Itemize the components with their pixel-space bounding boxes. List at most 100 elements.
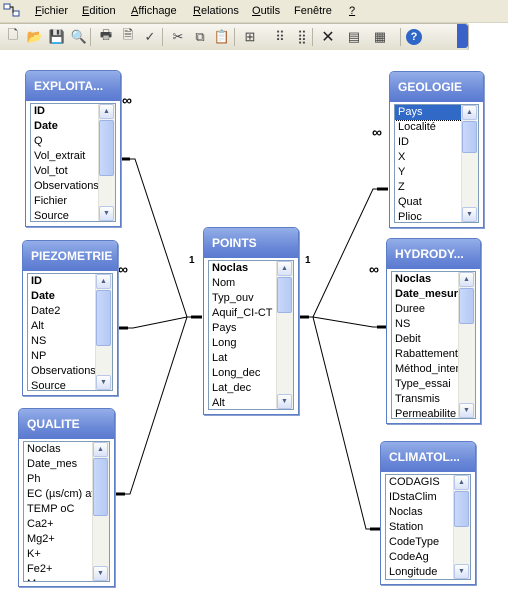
spell-icon[interactable]: ✓ bbox=[144, 29, 156, 44]
table-title[interactable]: CLIMATOL... bbox=[381, 442, 475, 472]
table-title[interactable]: PIEZOMETRIE bbox=[23, 241, 117, 271]
field-item[interactable]: Mg2+ bbox=[27, 533, 55, 545]
show-all-icon[interactable]: ⣿ bbox=[297, 29, 307, 44]
paste-icon[interactable]: 📋 bbox=[213, 29, 231, 44]
menu-fentre[interactable]: Fenêtre bbox=[294, 5, 332, 17]
properties-icon[interactable]: ▤ bbox=[347, 29, 361, 44]
menu-fichier[interactable]: Fichier bbox=[35, 5, 69, 17]
new-object-icon[interactable]: ▦ bbox=[373, 29, 387, 44]
menu-edition[interactable]: Edition bbox=[82, 5, 116, 17]
field-item[interactable]: Source bbox=[31, 380, 66, 390]
print-preview-icon[interactable]: 🔍 bbox=[70, 29, 88, 44]
field-item[interactable]: Observations bbox=[31, 365, 96, 377]
field-item[interactable]: Localité bbox=[398, 121, 436, 133]
field-item[interactable]: Observations bbox=[34, 180, 99, 192]
field-item[interactable]: Debit bbox=[395, 333, 421, 345]
scroll-up-icon[interactable]: ▲ bbox=[459, 272, 474, 287]
scrollbar[interactable]: ▲ ▼ bbox=[276, 261, 293, 409]
field-item[interactable]: Plioc bbox=[398, 211, 422, 222]
scrollbar-thumb[interactable] bbox=[454, 491, 469, 527]
save-icon[interactable]: 💾 bbox=[48, 29, 66, 44]
new-icon[interactable]: 🗋 bbox=[7, 27, 19, 42]
field-item[interactable]: Fe2+ bbox=[27, 563, 53, 575]
field-item[interactable]: Mn bbox=[24, 577, 93, 581]
scroll-down-icon[interactable]: ▼ bbox=[462, 207, 477, 222]
delete-icon[interactable]: ✕ bbox=[321, 29, 335, 46]
field-item[interactable]: Long bbox=[212, 337, 237, 349]
field-item[interactable]: Q bbox=[34, 135, 43, 147]
field-item[interactable]: Pays bbox=[212, 322, 237, 334]
scroll-up-icon[interactable]: ▲ bbox=[99, 104, 114, 119]
field-item[interactable]: Date2 bbox=[31, 305, 61, 317]
scroll-down-icon[interactable]: ▼ bbox=[93, 566, 108, 581]
field-item[interactable]: Fichier bbox=[34, 195, 68, 207]
scroll-up-icon[interactable]: ▲ bbox=[93, 442, 108, 457]
scrollbar-thumb[interactable] bbox=[462, 121, 477, 153]
field-item[interactable]: CODAGIS bbox=[389, 476, 440, 488]
field-item[interactable]: Date_mesure bbox=[395, 288, 459, 300]
field-item[interactable]: Date bbox=[34, 120, 58, 132]
field-item[interactable]: CodeType bbox=[389, 536, 440, 548]
field-item[interactable]: NS bbox=[395, 318, 411, 330]
menu-affichage[interactable]: Affichage bbox=[131, 5, 177, 17]
toolbar-options-chevron-icon[interactable] bbox=[457, 24, 468, 48]
scroll-up-icon[interactable]: ▲ bbox=[277, 261, 292, 276]
field-item[interactable]: Long_dec bbox=[212, 367, 261, 379]
menu-?[interactable]: ? bbox=[349, 5, 356, 17]
field-item[interactable]: Lat bbox=[212, 352, 228, 364]
field-item[interactable]: Noclas bbox=[395, 273, 432, 285]
field-item[interactable]: Noclas bbox=[212, 262, 249, 274]
table-title[interactable]: POINTS bbox=[204, 228, 298, 258]
field-item[interactable]: Z bbox=[398, 181, 405, 193]
field-item[interactable]: Aquif_CI-CT bbox=[212, 307, 273, 319]
menu-relations[interactable]: Relations bbox=[193, 5, 239, 17]
field-item[interactable]: Ca2+ bbox=[27, 518, 54, 530]
scroll-down-icon[interactable]: ▼ bbox=[96, 375, 111, 390]
field-item[interactable]: Type_essai bbox=[395, 378, 451, 390]
table-title[interactable]: HYDRODY... bbox=[387, 239, 480, 269]
scrollbar-thumb[interactable] bbox=[93, 458, 108, 516]
scroll-down-icon[interactable]: ▼ bbox=[99, 206, 114, 221]
scroll-down-icon[interactable]: ▼ bbox=[277, 394, 292, 409]
field-item[interactable]: Nom bbox=[212, 277, 236, 289]
scrollbar-thumb[interactable] bbox=[99, 120, 114, 176]
field-item[interactable]: Méthod_interp bbox=[395, 363, 459, 375]
field-item[interactable]: Noclas bbox=[389, 506, 423, 518]
field-item[interactable]: CodeAg bbox=[389, 551, 429, 563]
field-item[interactable]: EC (µs/cm) at bbox=[27, 488, 93, 500]
scrollbar[interactable]: ▲ ▼ bbox=[92, 442, 109, 581]
field-item[interactable]: ID bbox=[31, 275, 42, 287]
scrollbar[interactable]: ▲ ▼ bbox=[458, 272, 475, 418]
field-item[interactable]: ID bbox=[398, 136, 409, 148]
field-item[interactable]: Vol_tot bbox=[34, 165, 68, 177]
scrollbar[interactable]: ▲ ▼ bbox=[98, 104, 115, 221]
field-item[interactable]: Longitude bbox=[389, 566, 438, 578]
relationships-app-icon[interactable] bbox=[3, 3, 20, 18]
field-item[interactable]: Typ_ouv bbox=[212, 292, 254, 304]
preview-icon[interactable]: 🗎 bbox=[122, 27, 134, 42]
field-item[interactable]: NS bbox=[31, 335, 47, 347]
field-item[interactable]: Pays bbox=[395, 105, 462, 121]
field-item[interactable]: Transmis bbox=[395, 393, 440, 405]
field-item[interactable]: Date bbox=[31, 290, 55, 302]
table-title[interactable]: GEOLOGIE bbox=[390, 72, 483, 102]
table-title[interactable]: QUALITE bbox=[19, 409, 114, 439]
scrollbar-thumb[interactable] bbox=[96, 290, 111, 346]
scrollbar[interactable]: ▲ ▼ bbox=[453, 475, 470, 579]
field-item[interactable]: IDstaClim bbox=[389, 491, 437, 503]
show-table-icon[interactable]: ⊞ bbox=[244, 29, 256, 44]
field-item[interactable]: Alt bbox=[31, 320, 44, 332]
field-item[interactable]: Y bbox=[398, 166, 406, 178]
scroll-up-icon[interactable]: ▲ bbox=[454, 475, 469, 490]
copy-icon[interactable]: ⧉ bbox=[195, 29, 205, 44]
scrollbar[interactable]: ▲ ▼ bbox=[461, 105, 478, 222]
scroll-up-icon[interactable]: ▲ bbox=[462, 105, 477, 120]
scrollbar[interactable]: ▲ ▼ bbox=[95, 274, 112, 390]
scroll-down-icon[interactable]: ▼ bbox=[459, 403, 474, 418]
field-item[interactable]: TEMP oC bbox=[27, 503, 75, 515]
